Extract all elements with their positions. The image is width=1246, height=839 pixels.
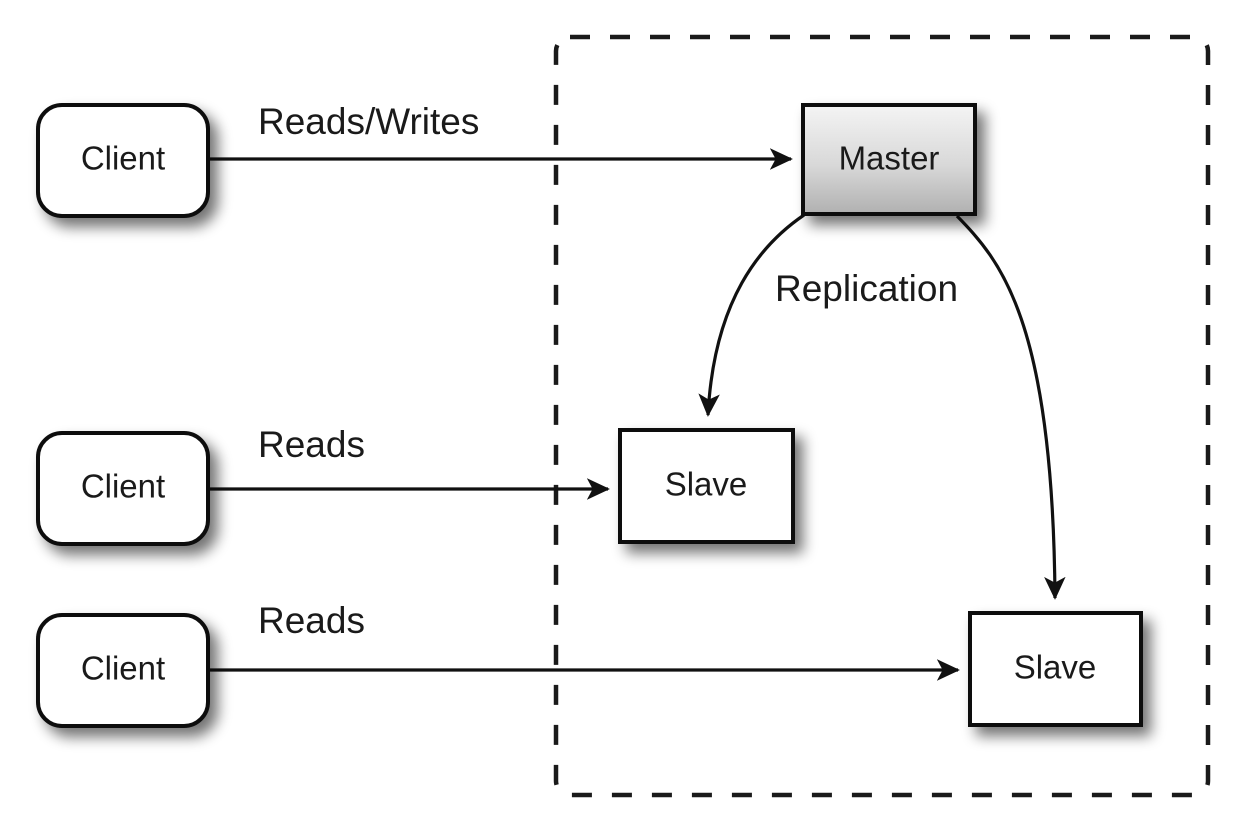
master-box[interactable] xyxy=(801,103,977,216)
master-label: Master xyxy=(839,140,940,177)
client-1-label: Client xyxy=(81,140,165,177)
client-1-box[interactable] xyxy=(36,103,210,218)
node-slave-1[interactable] xyxy=(618,428,795,544)
slave-2-label: Slave xyxy=(1014,649,1097,686)
edge-label-reads-slave2: Reads xyxy=(258,600,365,641)
client-3-box[interactable] xyxy=(36,613,210,728)
client-3-label: Client xyxy=(81,650,165,687)
node-master[interactable] xyxy=(801,103,977,216)
edge-master-to-slave2-replication xyxy=(955,214,1066,600)
node-client-1[interactable] xyxy=(36,103,210,218)
edge-label-reads-writes: Reads/Writes xyxy=(258,101,479,142)
node-client-2[interactable] xyxy=(36,431,210,546)
database-cluster-boundary xyxy=(553,34,1211,798)
slave-1-box[interactable] xyxy=(618,428,795,544)
edge-label-reads-slave1: Reads xyxy=(258,424,365,465)
client-2-box[interactable] xyxy=(36,431,210,546)
slave-1-label: Slave xyxy=(665,466,748,503)
node-client-3[interactable] xyxy=(36,613,210,728)
edge-master-to-slave1-replication xyxy=(698,213,805,417)
edge-label-replication: Replication xyxy=(775,268,958,309)
slave-2-box[interactable] xyxy=(968,611,1143,727)
client-2-label: Client xyxy=(81,468,165,505)
node-slave-2[interactable] xyxy=(968,611,1143,727)
